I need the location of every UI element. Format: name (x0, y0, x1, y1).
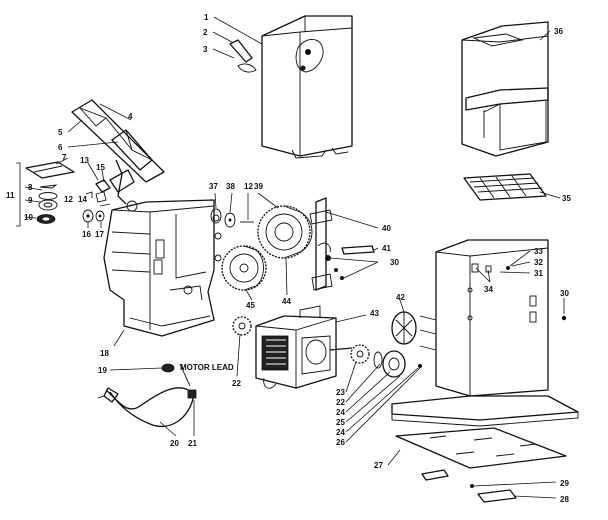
callout-14: 14 (78, 195, 87, 204)
shaft-bracket-part-40-41 (309, 197, 375, 291)
clip-part-2-3 (229, 39, 257, 73)
leader-lines (16, 16, 565, 499)
callout-22b: 22 (336, 398, 345, 407)
large-gear-part-39-44 (257, 205, 313, 259)
disc-part-25 (373, 350, 422, 378)
callout-40: 40 (382, 224, 391, 233)
callout-8: 8 (28, 183, 33, 192)
callout-13: 13 (80, 156, 89, 165)
callout-10: 10 (24, 213, 33, 222)
callout-9: 9 (28, 196, 33, 205)
callout-38: 38 (226, 182, 235, 191)
callout-43: 43 (370, 309, 379, 318)
callout-12a: 12 (64, 195, 73, 204)
callout-1: 1 (204, 13, 209, 22)
callout-34: 34 (484, 285, 493, 294)
callout-2: 2 (203, 28, 208, 37)
callout-31: 31 (534, 269, 543, 278)
motor-lead-cord-part-19-20-21 (97, 363, 197, 428)
callout-labels: 1 2 3 4 5 6 7 8 9 10 11 12 12 13 14 15 1… (6, 13, 571, 504)
callout-24b: 24 (336, 428, 345, 437)
small-gear-part-23 (350, 344, 370, 364)
callout-20: 20 (170, 439, 179, 448)
callout-42: 42 (396, 293, 405, 302)
callout-32: 32 (534, 258, 543, 267)
mesh-screen-part-35 (463, 173, 547, 201)
callout-22a: 22 (232, 379, 241, 388)
callout-19: 19 (98, 366, 107, 375)
callout-26: 26 (336, 438, 345, 447)
top-right-cover-part-36 (461, 21, 549, 157)
top-cover-part-1 (261, 15, 353, 159)
medium-gear-part-45 (221, 245, 267, 291)
callout-30b: 30 (560, 289, 569, 298)
base-stand (391, 395, 579, 427)
callout-4: 4 (128, 112, 133, 121)
small-gear-part-22 (232, 316, 252, 336)
callout-5: 5 (58, 128, 63, 137)
callout-23: 23 (336, 388, 345, 397)
callout-45: 45 (246, 301, 255, 310)
callout-18: 18 (100, 349, 109, 358)
callout-36: 36 (554, 27, 563, 36)
callout-3: 3 (203, 45, 208, 54)
callout-12b: 12 (244, 182, 253, 191)
callout-27: 27 (374, 461, 383, 470)
callout-35: 35 (562, 194, 571, 203)
base-housing-part-31-34 (419, 239, 567, 397)
callout-28: 28 (560, 495, 569, 504)
small-hardware-part-7-15 (25, 159, 138, 224)
callout-39: 39 (254, 182, 263, 191)
callout-7: 7 (62, 153, 67, 162)
callout-11: 11 (6, 191, 15, 200)
callout-33: 33 (534, 247, 543, 256)
callout-44: 44 (282, 297, 291, 306)
foot-part-28-29 (421, 469, 517, 503)
motor-part-43 (255, 305, 353, 389)
callout-21: 21 (188, 439, 197, 448)
callout-16: 16 (82, 230, 91, 239)
callout-6: 6 (58, 143, 63, 152)
motor-lead-label: MOTOR LEAD (180, 363, 234, 372)
callout-15: 15 (96, 163, 105, 172)
fan-blade-part-42 (391, 311, 417, 345)
callout-25: 25 (336, 418, 345, 427)
base-plate-part-27 (395, 427, 567, 469)
lever-assembly-part-4-5-6 (71, 99, 165, 183)
callout-29: 29 (560, 479, 569, 488)
washers-part-37-38-12 (210, 208, 254, 228)
callout-24a: 24 (336, 408, 345, 417)
callout-41: 41 (382, 244, 391, 253)
callout-17: 17 (95, 230, 104, 239)
callout-30a: 30 (390, 258, 399, 267)
callout-37: 37 (209, 182, 218, 191)
main-housing-part-18 (103, 199, 222, 337)
